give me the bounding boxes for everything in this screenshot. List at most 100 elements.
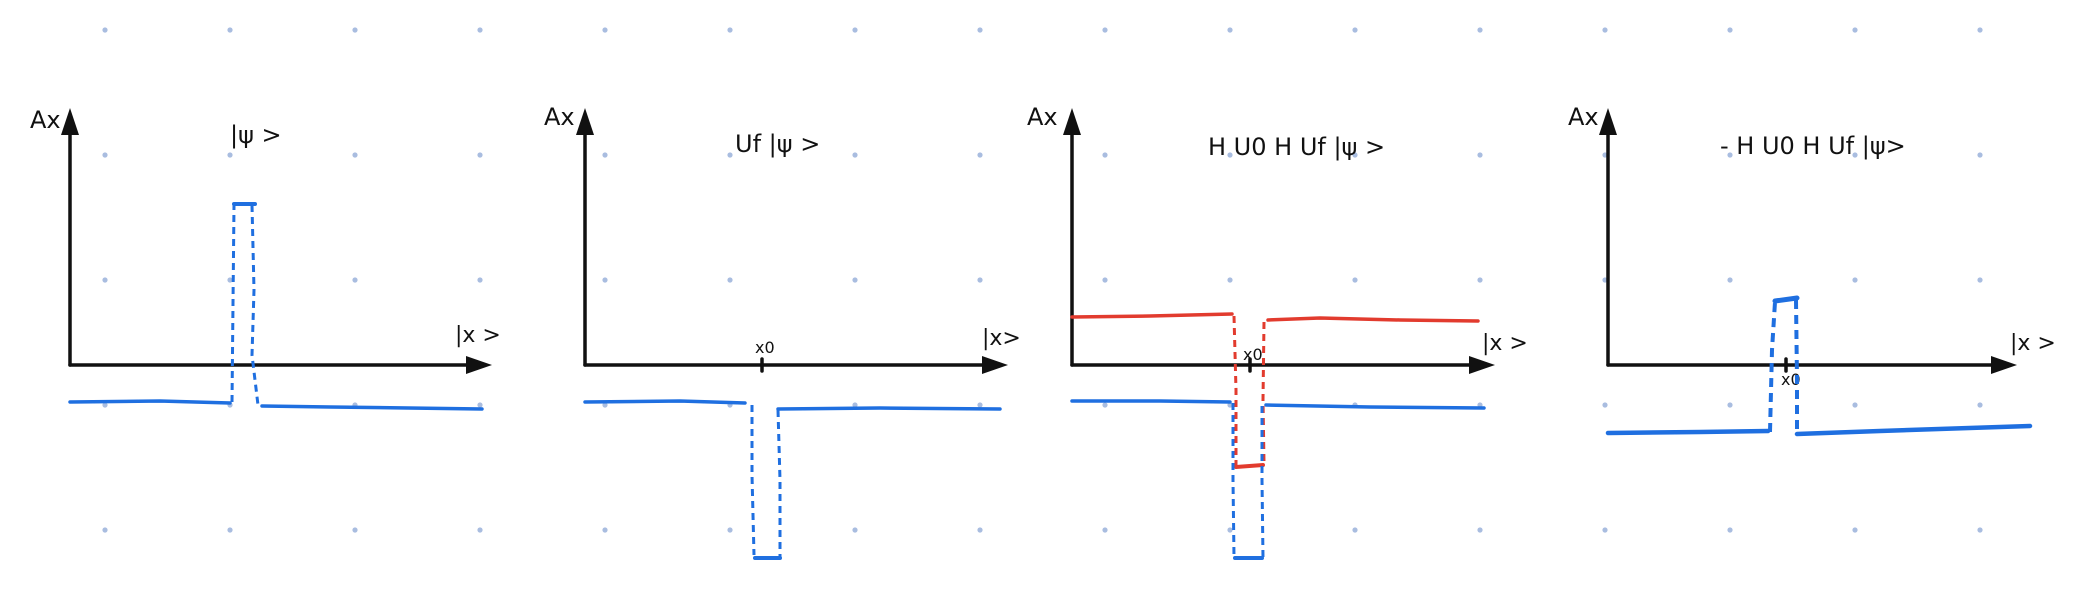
grid-dot: [1477, 27, 1483, 33]
grid-dot: [1102, 402, 1108, 408]
x-axis-label: |x >: [1482, 331, 1528, 356]
grid-dot: [477, 152, 483, 158]
grid-dot: [727, 152, 733, 158]
state-label: - H U0 H Uf |ψ>: [1720, 132, 1906, 160]
grid-dot: [852, 277, 858, 283]
blue-amplitude-trace: [1070, 399, 1486, 560]
grid-dot: [102, 277, 108, 283]
grid-dot: [227, 152, 233, 158]
y-axis-label: Ax: [30, 106, 61, 134]
grid-dot: [602, 277, 608, 283]
grid-dot: [1227, 527, 1233, 533]
x0-label: x0: [1243, 345, 1263, 364]
grid-dot: [352, 277, 358, 283]
grid-dot: [852, 527, 858, 533]
grid-dot: [852, 152, 858, 158]
panel-3: x0 Ax |x > H U0 H Uf |ψ >: [1027, 103, 1528, 560]
grid-dot: [602, 152, 608, 158]
x-axis-label: |x >: [2010, 331, 2056, 356]
grid-dot: [1602, 27, 1608, 33]
grid-dot: [1227, 277, 1233, 283]
grid-dot: [1977, 402, 1983, 408]
grid-dot: [1977, 27, 1983, 33]
grid-dot: [227, 27, 233, 33]
grid-dot: [1852, 152, 1858, 158]
x-axis-arrow: [982, 356, 1008, 374]
grid-dot: [1852, 277, 1858, 283]
grid-dot: [1977, 152, 1983, 158]
grid-dot: [352, 152, 358, 158]
grid-dot: [1102, 527, 1108, 533]
y-axis-arrow: [576, 108, 594, 135]
grid-dot: [1977, 527, 1983, 533]
grid-dot: [1477, 277, 1483, 283]
grid-dot: [852, 402, 858, 408]
x0-label: x0: [1781, 370, 1801, 389]
grid-dot: [852, 27, 858, 33]
y-axis-label: Ax: [1568, 103, 1599, 131]
grid-dot: [727, 277, 733, 283]
grid-dot: [1102, 27, 1108, 33]
blue-amplitude-trace: [583, 399, 1002, 560]
grid-dot: [227, 277, 233, 283]
grid-dot: [1477, 152, 1483, 158]
grid-dot: [1977, 277, 1983, 283]
grid-dot: [727, 27, 733, 33]
y-axis-arrow: [61, 108, 79, 135]
panel-4: x0 Ax |x > - H U0 H Uf |ψ>: [1568, 103, 2056, 437]
grid-dot: [102, 527, 108, 533]
grid-dot: [1852, 402, 1858, 408]
grid-dot: [977, 277, 983, 283]
grid-dot: [477, 527, 483, 533]
grid-dot: [1352, 152, 1358, 158]
x-axis-label: |x>: [982, 326, 1021, 351]
grid-dot: [1727, 152, 1733, 158]
grid-dot: [227, 527, 233, 533]
grid-dot: [352, 27, 358, 33]
grid-dot: [1352, 277, 1358, 283]
grid-dot: [602, 27, 608, 33]
x-axis-arrow: [466, 356, 492, 374]
grid-dot: [727, 527, 733, 533]
grid-dot: [1727, 527, 1733, 533]
grid-dot: [1727, 402, 1733, 408]
grid-dot: [477, 402, 483, 408]
blue-amplitude-trace: [1605, 295, 2033, 437]
grid-dot: [1227, 27, 1233, 33]
x0-label: x0: [755, 338, 775, 357]
grid-dot: [1727, 277, 1733, 283]
dot-grid: [102, 27, 1983, 533]
grid-dot: [1227, 152, 1233, 158]
grid-dot: [977, 402, 983, 408]
state-label: |ψ >: [230, 121, 282, 149]
grid-dot: [1852, 527, 1858, 533]
grid-dot: [1477, 527, 1483, 533]
grid-dot: [1352, 527, 1358, 533]
grid-dot: [1352, 27, 1358, 33]
grid-dot: [102, 27, 108, 33]
grid-dot: [1852, 27, 1858, 33]
grid-dot: [352, 527, 358, 533]
y-axis-arrow: [1599, 108, 1617, 135]
panel-2: x0 Ax |x> Uf |ψ >: [544, 103, 1021, 560]
grid-dot: [602, 527, 608, 533]
grid-dot: [102, 402, 108, 408]
grid-dot: [1602, 402, 1608, 408]
x-axis-arrow: [1469, 356, 1495, 374]
grid-dot: [1102, 152, 1108, 158]
grid-dot: [102, 152, 108, 158]
grid-dot: [977, 152, 983, 158]
x-axis-label: |x >: [455, 323, 501, 348]
y-axis-label: Ax: [544, 103, 575, 131]
grid-dot: [1102, 277, 1108, 283]
state-label: H U0 H Uf |ψ >: [1208, 133, 1385, 161]
red-amplitude-trace: [1070, 312, 1480, 469]
grid-dot: [1727, 27, 1733, 33]
y-axis-label: Ax: [1027, 103, 1058, 131]
y-axis-arrow: [1063, 108, 1081, 135]
grid-dot: [477, 27, 483, 33]
grid-dot: [477, 277, 483, 283]
grid-dot: [977, 527, 983, 533]
grid-dot: [1602, 527, 1608, 533]
